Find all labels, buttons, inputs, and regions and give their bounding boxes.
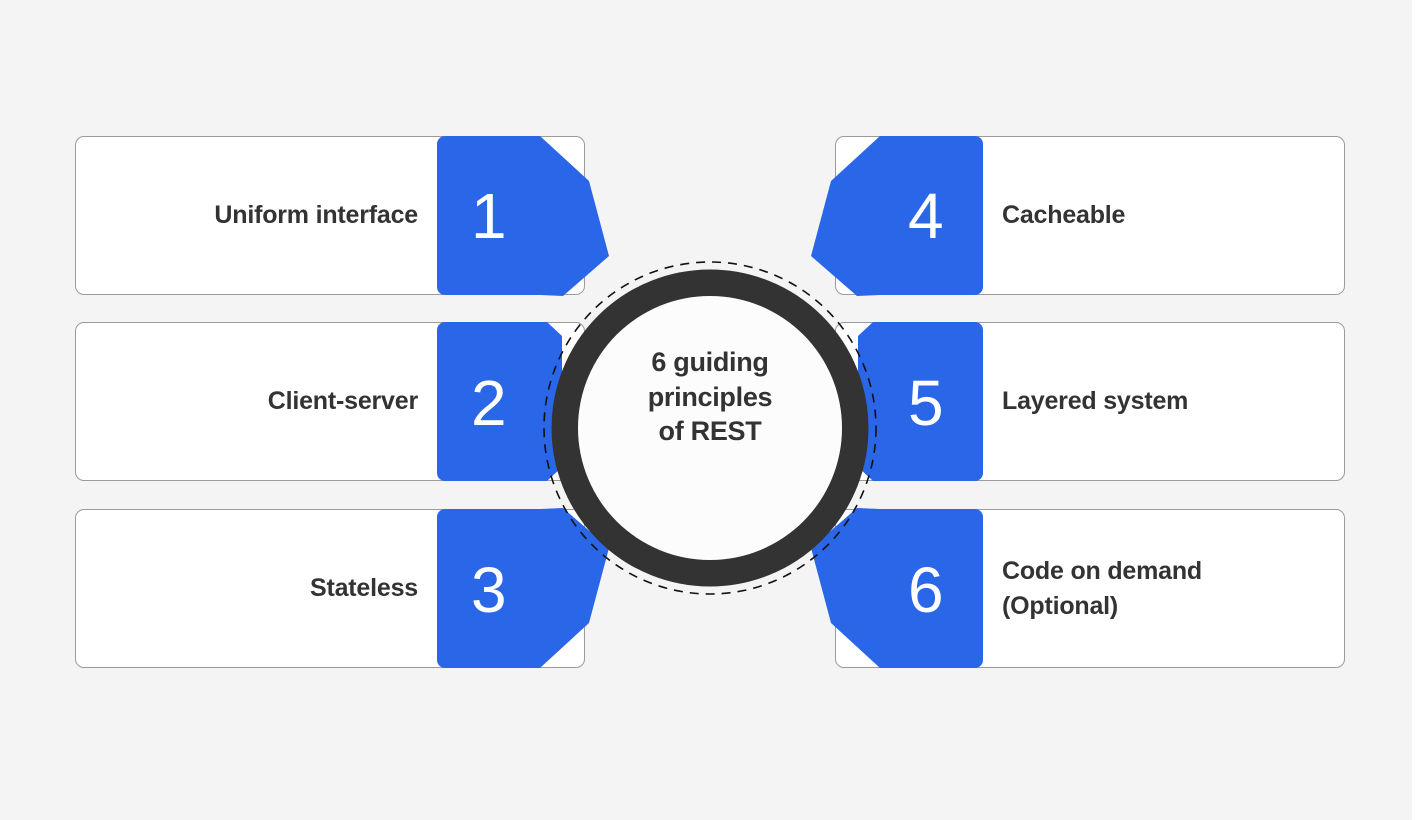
wedge-shape-2 — [437, 322, 562, 481]
wedge-arrow-1[interactable] — [437, 136, 617, 308]
card-label-4: Cacheable — [1002, 201, 1126, 230]
card-label-6: Code on demand (Optional) — [1002, 557, 1202, 620]
dashed-ring — [543, 261, 877, 595]
wedge-number-1: 1 — [471, 180, 507, 252]
card-label-1: Uniform interface — [214, 201, 418, 230]
wedge-number-2: 2 — [471, 367, 507, 439]
wedge-arrow-4[interactable] — [803, 136, 983, 308]
card-label-5: Layered system — [1002, 387, 1189, 416]
wedge-shape-4 — [811, 136, 983, 296]
wedge-number-6: 6 — [908, 554, 944, 626]
wedge-arrow-3[interactable] — [437, 496, 617, 668]
wedge-arrow-5[interactable] — [858, 322, 983, 481]
wedge-shape-1 — [437, 136, 609, 296]
hub-disc — [578, 296, 842, 560]
card-label-2: Client-server — [267, 387, 418, 416]
card-label-3: Stateless — [310, 574, 418, 603]
dark-ring — [551, 269, 869, 587]
wedge-shape-6 — [811, 508, 983, 668]
wedge-shape-5 — [858, 322, 983, 481]
wedge-arrow-2[interactable] — [437, 322, 562, 481]
center-hub[interactable] — [540, 258, 880, 598]
wedge-arrow-6[interactable] — [803, 496, 983, 668]
wedge-shape-3 — [437, 508, 609, 668]
wedge-number-5: 5 — [908, 367, 944, 439]
hub-title: 6 guiding principles of REST — [647, 347, 773, 447]
wedge-number-4: 4 — [908, 180, 944, 252]
page-edge — [1412, 0, 1420, 820]
wedge-number-3: 3 — [471, 554, 507, 626]
